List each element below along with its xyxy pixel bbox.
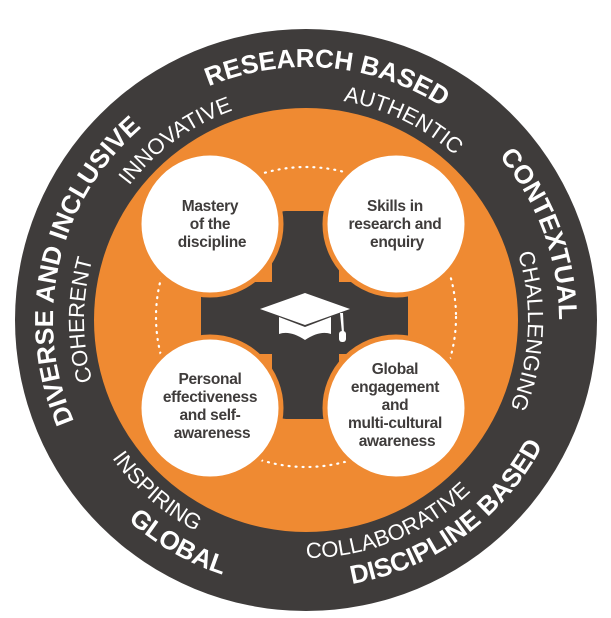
circle-skills: Skills in research and enquiry (322, 150, 470, 298)
dotted-circle (154, 165, 458, 469)
svg-text:Personal effectiveness: Personal effectiveness and self- awarene… (163, 371, 261, 442)
circle-personal: Personal effectiveness and self- awarene… (136, 334, 284, 482)
svg-text:Mastery of the dis: Mastery of the discipline (178, 198, 247, 251)
graduation-cap-icon (260, 293, 350, 342)
svg-text:Global engagement: Global engagement and multi-cultural awa… (348, 361, 446, 450)
circle-global-engagement: Global engagement and multi-cultural awa… (322, 334, 470, 482)
svg-text:Skills in research and: Skills in research and enquiry (349, 198, 446, 251)
circle-mastery: Mastery of the discipline (136, 150, 284, 298)
